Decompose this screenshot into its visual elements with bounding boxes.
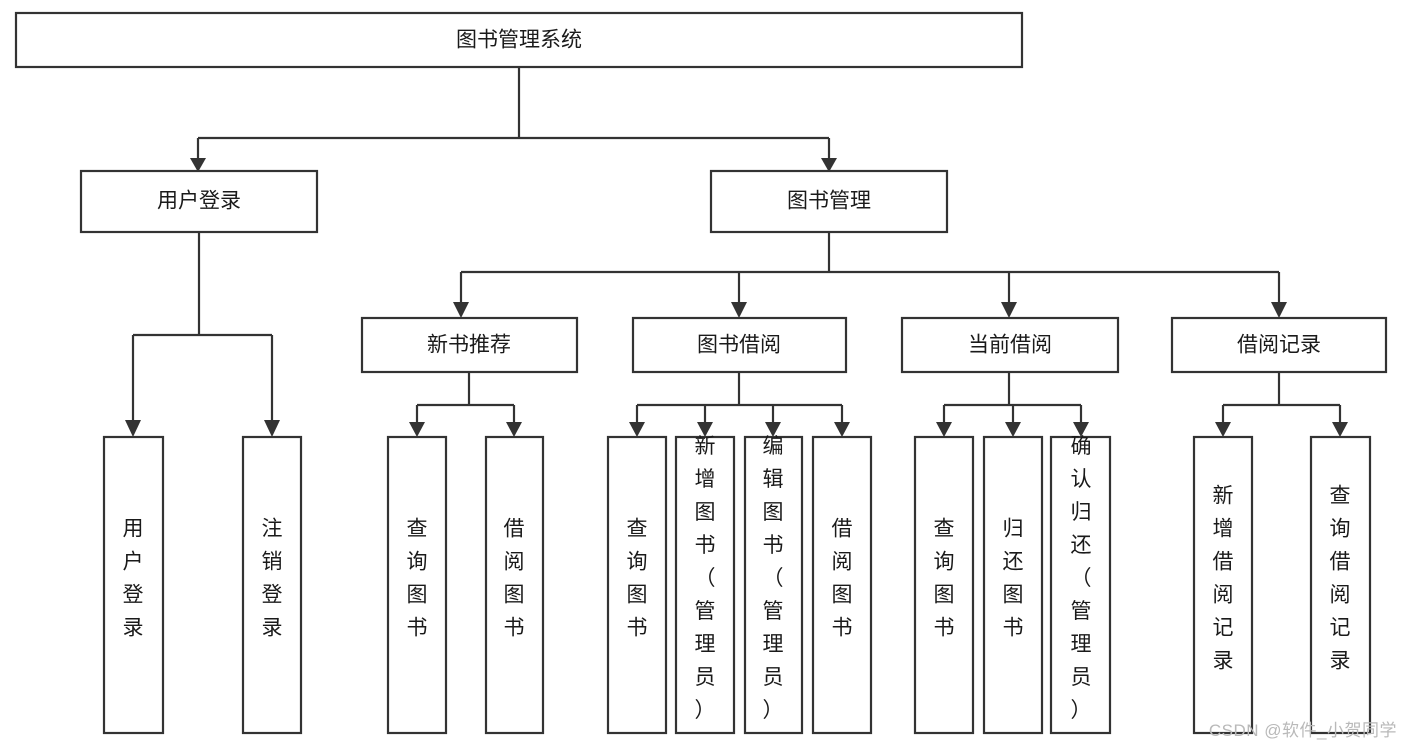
node-root[interactable]: 图书管理系统 (14, 11, 1024, 69)
arrowhead-leaf-return-book (1005, 422, 1021, 437)
node-borrow-record[interactable]: 借阅记录 (1170, 316, 1388, 374)
leaf-query-record-label: 查询借阅记录 (1330, 485, 1351, 673)
current-borrow-label: 当前借阅 (968, 334, 1052, 357)
new-book-rec-label: 新书推荐 (427, 334, 511, 357)
arrowhead-leaf-borrow-book-1 (506, 422, 522, 437)
leaf-user-login-label: 用户登录 (123, 518, 144, 640)
node-leaf-edit-book[interactable]: 编辑图书（管理员） (743, 435, 804, 735)
arrowhead-new-book-rec (453, 302, 469, 318)
node-book-borrow[interactable]: 图书借阅 (631, 316, 848, 374)
leaf-add-book-box[interactable] (674, 435, 736, 735)
leaf-confirm-return-label: 确认归还（管理员） (1071, 435, 1092, 722)
arrowhead-book-manage (821, 158, 837, 172)
arrowhead-leaf-user-logout (264, 420, 280, 437)
user-login-label: 用户登录 (157, 190, 241, 213)
leaf-query-book-3-box[interactable] (913, 435, 975, 735)
arrowhead-leaf-query-book-3 (936, 422, 952, 437)
arrowhead-leaf-edit-book (765, 422, 781, 437)
book-borrow-label: 图书借阅 (697, 334, 781, 357)
arrowhead-leaf-borrow-book-2 (834, 422, 850, 437)
node-leaf-query-record[interactable]: 查询借阅记录 (1309, 435, 1372, 735)
node-leaf-query-book-2[interactable]: 查询图书 (606, 435, 668, 735)
node-new-book-rec[interactable]: 新书推荐 (360, 316, 579, 374)
leaf-query-book-3-label: 查询图书 (934, 518, 955, 640)
node-leaf-borrow-book-2[interactable]: 借阅图书 (811, 435, 873, 735)
leaf-confirm-return-box[interactable] (1049, 435, 1112, 735)
node-leaf-return-book[interactable]: 归还图书 (982, 435, 1044, 735)
node-leaf-borrow-book-1[interactable]: 借阅图书 (484, 435, 545, 735)
leaf-return-book-label: 归还图书 (1003, 518, 1024, 640)
leaf-query-book-2-label: 查询图书 (627, 518, 648, 640)
leaf-user-logout-label: 注销登录 (262, 518, 283, 640)
book-manage-box[interactable] (709, 169, 949, 234)
arrowhead-user-login (190, 158, 206, 172)
root-box[interactable] (14, 11, 1024, 69)
leaf-user-login-box[interactable] (102, 435, 165, 735)
borrow-record-box[interactable] (1170, 316, 1388, 374)
leaf-query-book-1-box[interactable] (386, 435, 448, 735)
book-borrow-box[interactable] (631, 316, 848, 374)
node-leaf-query-book-1[interactable]: 查询图书 (386, 435, 448, 735)
leaf-query-book-2-box[interactable] (606, 435, 668, 735)
leaf-add-record-label: 新增借阅记录 (1213, 485, 1234, 673)
leaf-query-record-box[interactable] (1309, 435, 1372, 735)
node-leaf-confirm-return[interactable]: 确认归还（管理员） (1049, 435, 1112, 735)
arrowhead-leaf-add-record (1215, 422, 1231, 437)
leaf-edit-book-box[interactable] (743, 435, 804, 735)
node-leaf-add-book[interactable]: 新增图书（管理员） (674, 435, 736, 735)
arrowhead-leaf-query-book-2 (629, 422, 645, 437)
leaf-add-book-label: 新增图书（管理员） (695, 435, 716, 722)
node-leaf-query-book-3[interactable]: 查询图书 (913, 435, 975, 735)
leaf-borrow-book-2-box[interactable] (811, 435, 873, 735)
arrowhead-leaf-confirm-return (1073, 422, 1089, 437)
node-user-login[interactable]: 用户登录 (79, 169, 319, 234)
leaf-borrow-book-1-label: 借阅图书 (504, 518, 525, 640)
arrowhead-leaf-query-book-1 (409, 422, 425, 437)
current-borrow-box[interactable] (900, 316, 1120, 374)
leaf-user-logout-box[interactable] (241, 435, 303, 735)
leaf-borrow-book-2-label: 借阅图书 (832, 518, 853, 640)
leaf-edit-book-label: 编辑图书（管理员） (763, 435, 784, 722)
new-book-rec-box[interactable] (360, 316, 579, 374)
node-leaf-add-record[interactable]: 新增借阅记录 (1192, 435, 1254, 735)
arrowhead-leaf-user-login (125, 420, 141, 437)
node-current-borrow[interactable]: 当前借阅 (900, 316, 1120, 374)
leaf-query-book-1-label: 查询图书 (407, 518, 428, 640)
node-leaf-user-logout[interactable]: 注销登录 (241, 435, 303, 735)
arrowhead-leaf-add-book (697, 422, 713, 437)
leaf-borrow-book-1-box[interactable] (484, 435, 545, 735)
leaf-return-book-box[interactable] (982, 435, 1044, 735)
arrowhead-borrow-record (1271, 302, 1287, 318)
connector-layer (125, 67, 1348, 437)
root-label: 图书管理系统 (456, 29, 582, 52)
leaf-add-record-box[interactable] (1192, 435, 1254, 735)
borrow-record-label: 借阅记录 (1237, 334, 1321, 357)
node-leaf-user-login[interactable]: 用户登录 (102, 435, 165, 735)
arrowhead-current-borrow (1001, 302, 1017, 318)
arrowhead-leaf-query-record (1332, 422, 1348, 437)
book-manage-label: 图书管理 (787, 190, 871, 213)
node-book-manage[interactable]: 图书管理 (709, 169, 949, 234)
user-login-box[interactable] (79, 169, 319, 234)
arrowhead-book-borrow (731, 302, 747, 318)
